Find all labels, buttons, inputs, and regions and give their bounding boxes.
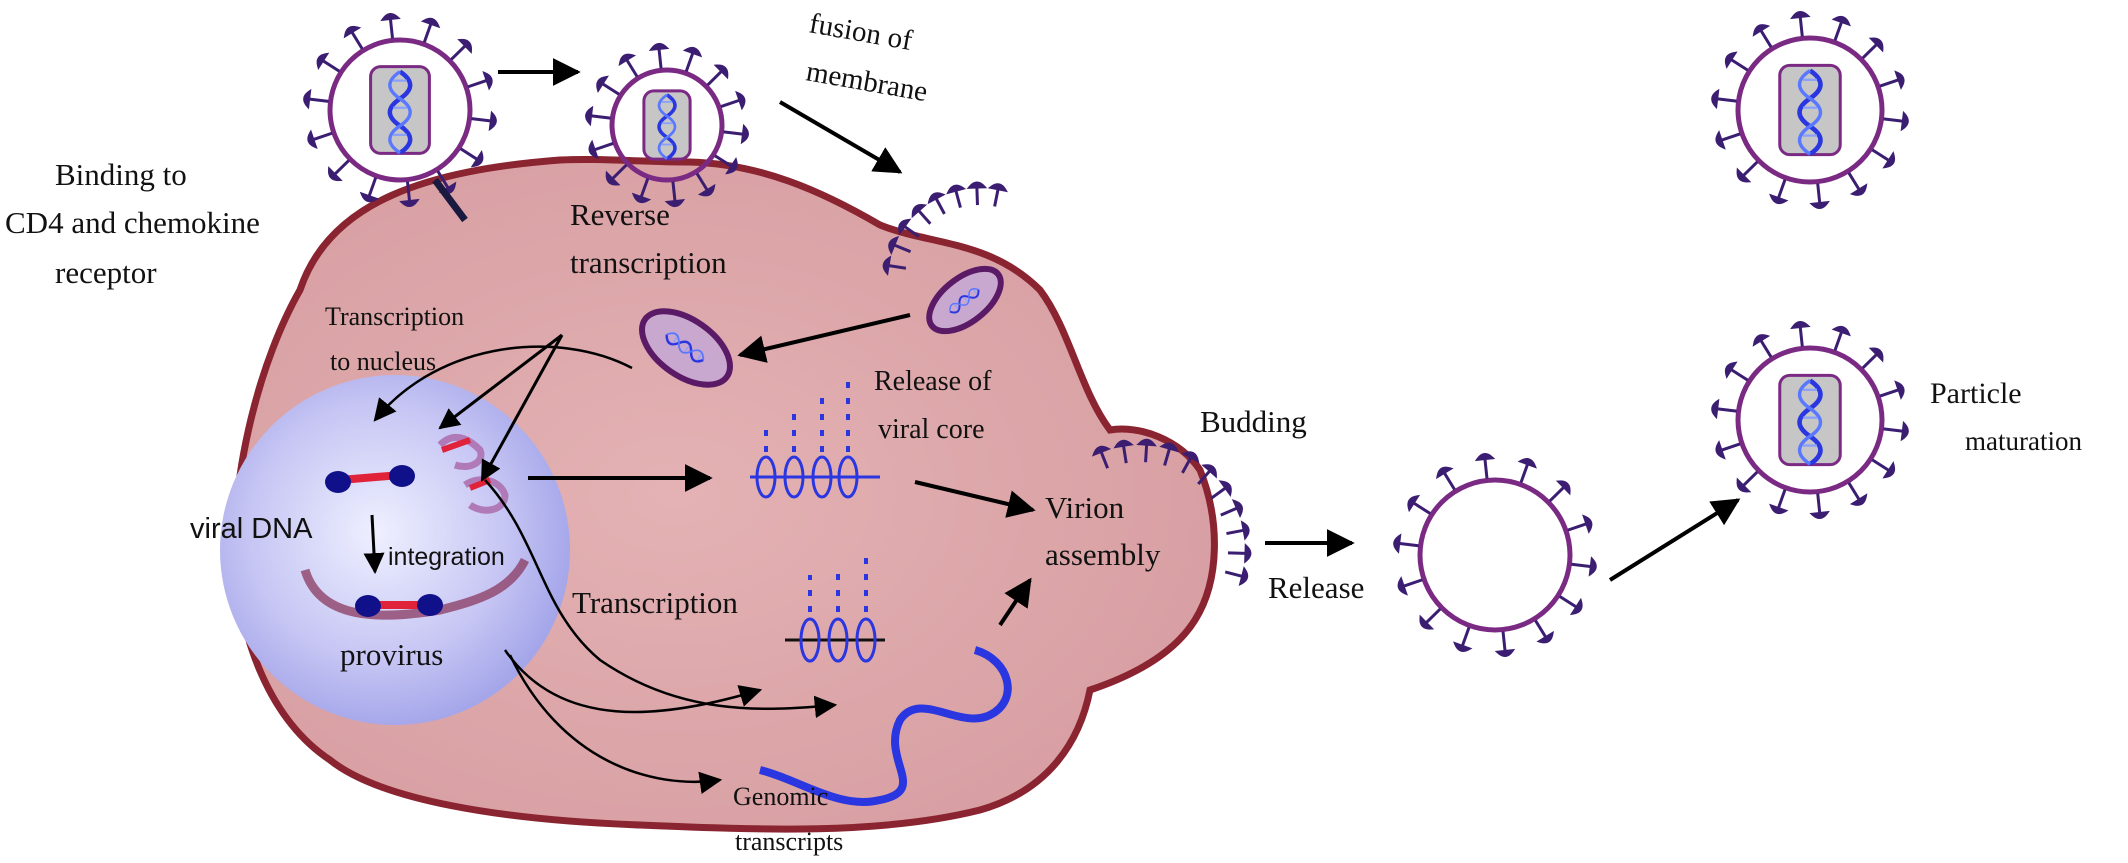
particle-maturation-label-line1: Particle [1930,377,2022,410]
genomic-transcripts-label-line2: transcripts [735,827,843,856]
binding-label-line3: receptor [55,255,157,290]
genomic-rna-strand [759,646,1012,806]
reverse-transcription-label-line1: Reverse [570,197,670,232]
virus-particle-icon [303,13,497,207]
viral-dna-label: viral DNA [190,513,313,545]
capsid-icon [1778,373,1842,467]
transcription-label: Transcription [572,585,738,620]
virus-particle-icon [585,42,749,208]
arrows [363,58,1741,794]
transcription-to-nucleus-label-line2: to nucleus [330,347,436,376]
translation-cluster-upper [750,375,880,499]
virus-particle-icon [1711,11,1909,209]
fusion-membrane-spikes [882,181,1008,276]
immature-virus-icon [1393,453,1597,657]
virion-assembly-label-line1: Virion [1045,490,1125,525]
virion-assembly-label-line2: assembly [1045,537,1161,572]
particle-maturation-label-line2: maturation [1965,426,2082,456]
viral-core-icon [926,265,1004,335]
provirus-icon [355,594,443,617]
binding-label-line1: Binding to [55,157,187,192]
capsid-icon [369,65,431,155]
binding-label-line2: CD4 and chemokine [5,205,260,240]
viral-core-icon [639,308,733,388]
integration-label: integration [388,543,505,571]
transcription-to-nucleus-label-line1: Transcription [325,302,464,331]
fusion-label-line2: membrane [804,55,930,108]
cd4-receptor [432,177,468,223]
translation-cluster-lower [785,550,885,663]
budding-membrane-spikes [1091,438,1252,587]
viral-dna-icon [325,465,415,493]
virus-particle-icon [1711,321,1909,519]
capsid-icon [1778,63,1842,157]
genomic-transcripts-label-line1: Genomic [733,782,828,811]
release-label: Release [1268,570,1364,605]
reverse-transcription-label-line2: transcription [570,245,727,280]
capsid-icon [642,89,692,161]
release-viral-core-label-line1: Release of [874,366,992,397]
budding-label: Budding [1200,404,1307,439]
provirus-label: provirus [340,637,443,672]
release-viral-core-label-line2: viral core [878,414,985,445]
fusion-label-line1: fusion of [807,7,915,57]
integration-site-icon [437,433,509,514]
